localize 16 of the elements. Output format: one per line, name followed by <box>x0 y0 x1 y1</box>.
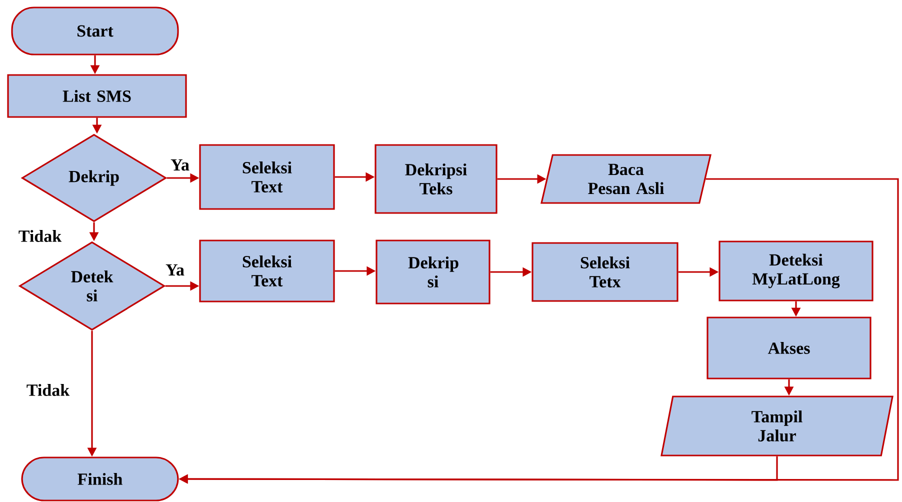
data-parallelogram: Baca Pesan Asli <box>540 154 712 204</box>
process-box: Dekrip si <box>376 240 490 304</box>
edge-label: Ya <box>170 158 190 172</box>
process-box: Dekripsi Teks <box>374 144 498 214</box>
terminal-box: Start <box>11 6 179 56</box>
edge-label: Tidak <box>17 229 63 243</box>
data-parallelogram: Tampil Jalur <box>660 396 894 456</box>
process-box: Seleksi Text <box>199 240 335 302</box>
edge-label: Tidak <box>25 383 71 397</box>
process-box: List SMS <box>7 74 187 118</box>
process-box: Deteksi MyLatLong <box>718 240 874 302</box>
process-box: Seleksi Text <box>199 144 335 210</box>
process-box: Akses <box>706 316 872 380</box>
process-box: Seleksi Tetx <box>532 242 678 302</box>
edge-label: Ya <box>164 263 186 277</box>
terminal-box: Finish <box>21 456 179 502</box>
